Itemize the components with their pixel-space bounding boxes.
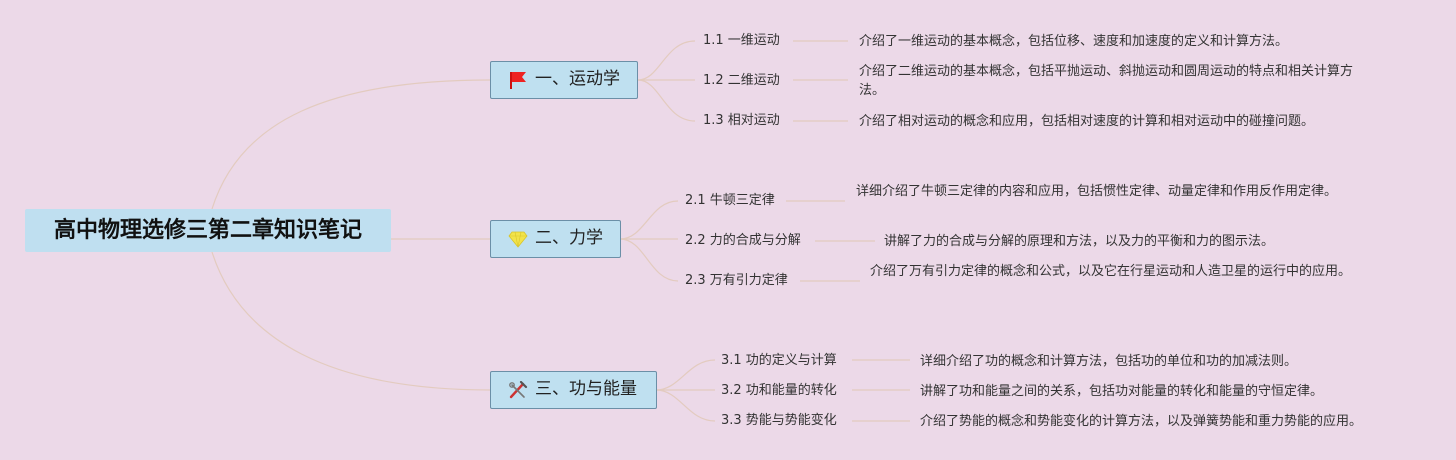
subtopic-2-3[interactable]: 2.3 万有引力定律 [685, 273, 788, 288]
section-kinematics[interactable]: 一、运动学 [490, 61, 638, 99]
description-3-2: 讲解了功和能量之间的关系，包括功对能量的转化和能量的守恒定律。 [920, 384, 1324, 399]
section-work-energy[interactable]: 三、功与能量 [490, 371, 657, 409]
root-topic[interactable]: 高中物理选修三第二章知识笔记 [25, 209, 391, 252]
description-2-1: 详细介绍了牛顿三定律的内容和应用，包括惯性定律、动量定律和作用反作用定律。 [856, 184, 1338, 199]
connector-s2-c3 [619, 238, 679, 282]
description-1-3: 介绍了相对运动的概念和应用，包括相对速度的计算和相对运动中的碰撞问题。 [859, 114, 1315, 129]
tools-icon [509, 381, 528, 399]
subtopic-1-3[interactable]: 1.3 相对运动 [703, 113, 780, 128]
connector-s2-c1 [619, 200, 679, 240]
connector-s1-c3 [637, 79, 696, 122]
subtopic-3-3[interactable]: 3.3 势能与势能变化 [721, 413, 837, 428]
subtopic-1-2[interactable]: 1.2 二维运动 [703, 73, 780, 88]
description-1-2: 介绍了二维运动的基本概念，包括平抛运动、斜抛运动和圆周运动的特点和相关计算方法。 [859, 64, 1354, 98]
section-label: 三、功与能量 [535, 379, 637, 399]
connector-s3-c1 [655, 359, 716, 391]
description-2-2: 讲解了力的合成与分解的原理和方法，以及力的平衡和力的图示法。 [884, 234, 1275, 249]
subtopic-3-2[interactable]: 3.2 功和能量的转化 [721, 383, 837, 398]
subtopic-2-2[interactable]: 2.2 力的合成与分解 [685, 233, 801, 248]
connector-root-section-1 [211, 79, 491, 210]
connector-s1-c1 [637, 40, 696, 81]
description-3-1: 详细介绍了功的概念和计算方法，包括功的单位和功的加减法则。 [920, 354, 1298, 369]
description-1-1: 介绍了一维运动的基本概念，包括位移、速度和加速度的定义和计算方法。 [859, 34, 1289, 49]
description-3-3: 介绍了势能的概念和势能变化的计算方法，以及弹簧势能和重力势能的应用。 [920, 414, 1363, 429]
subtopic-3-1[interactable]: 3.1 功的定义与计算 [721, 353, 837, 368]
red-flag-icon [510, 72, 526, 89]
subtopic-2-1[interactable]: 2.1 牛顿三定律 [685, 193, 775, 208]
description-2-3: 介绍了万有引力定律的概念和公式，以及它在行星运动和人造卫星的运行中的应用。 [870, 264, 1352, 279]
diamond-icon [508, 231, 528, 248]
connector-root-section-3 [211, 251, 491, 391]
subtopic-1-1[interactable]: 1.1 一维运动 [703, 33, 780, 48]
section-label: 一、运动学 [535, 69, 620, 89]
section-mechanics[interactable]: 二、力学 [490, 220, 621, 258]
connector-s3-c3 [655, 389, 716, 422]
section-label: 二、力学 [535, 228, 603, 248]
